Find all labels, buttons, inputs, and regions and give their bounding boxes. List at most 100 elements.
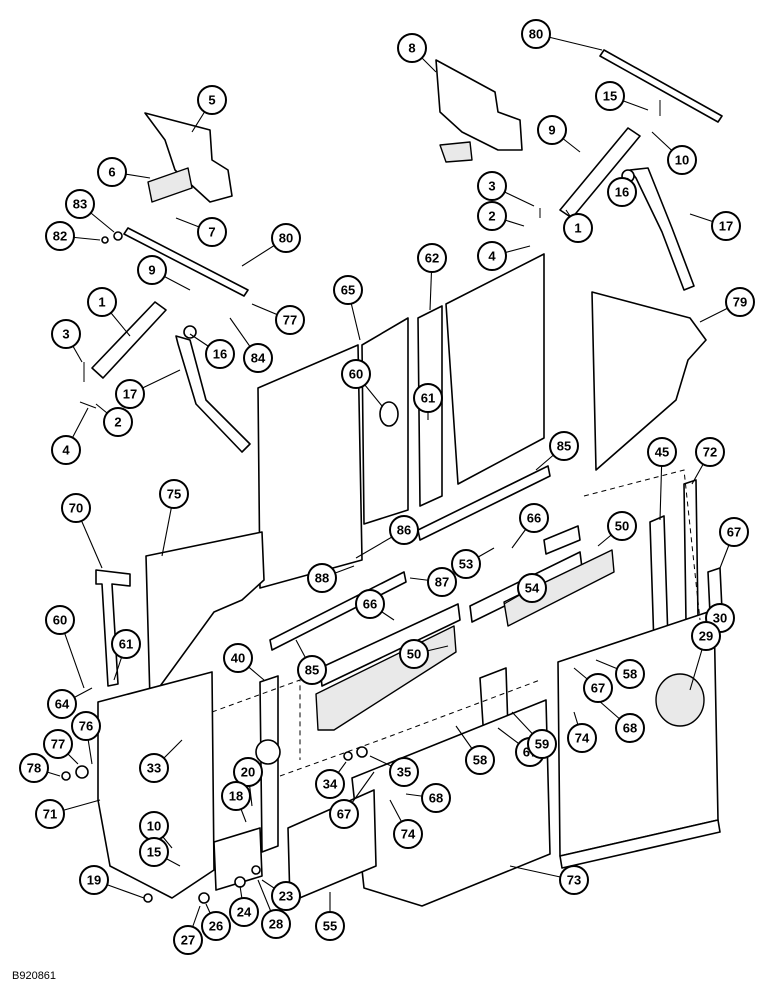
callout-circle (71, 711, 101, 741)
callout-80: 80 (521, 19, 551, 49)
callout-83: 83 (65, 189, 95, 219)
callout-circle (389, 757, 419, 787)
callout-number: 4 (488, 249, 496, 264)
callout-number: 40 (231, 651, 245, 666)
callout-75: 75 (159, 479, 189, 509)
callout-number: 67 (591, 681, 605, 696)
callout-circle (399, 639, 429, 669)
callout-number: 59 (535, 737, 549, 752)
lower-panel-part-73 (351, 699, 551, 907)
callout-26: 26 (201, 911, 231, 941)
callout-number: 86 (397, 523, 411, 538)
callout-82: 82 (45, 221, 75, 251)
callout-4: 4 (51, 435, 81, 465)
callout-77: 77 (275, 305, 305, 335)
callout-number: 82 (53, 229, 67, 244)
callout-circle (567, 723, 597, 753)
link-arm-part-1-right (559, 127, 641, 219)
callout-circle (427, 567, 457, 597)
callout-circle (139, 837, 169, 867)
callout-27: 27 (173, 925, 203, 955)
callout-66: 66 (355, 589, 385, 619)
callout-18: 18 (221, 781, 251, 811)
callout-circle (173, 925, 203, 955)
callout-number: 26 (209, 919, 223, 934)
callout-2: 2 (477, 201, 507, 231)
callout-16: 16 (205, 339, 235, 369)
callout-circle (451, 549, 481, 579)
callout-85: 85 (297, 655, 327, 685)
callout-number: 78 (27, 761, 41, 776)
callout-number: 60 (349, 367, 363, 382)
callout-79: 79 (725, 287, 755, 317)
callout-number: 60 (53, 613, 67, 628)
callout-number: 62 (425, 251, 439, 266)
callout-60: 60 (341, 359, 371, 389)
callout-number: 2 (488, 209, 495, 224)
bracket-part-6 (147, 167, 193, 203)
callout-number: 68 (623, 721, 637, 736)
callout-number: 74 (575, 731, 590, 746)
callout-number: 58 (623, 667, 637, 682)
callout-number: 19 (87, 873, 101, 888)
bracket-part-70 (95, 569, 131, 687)
callout-59: 59 (527, 729, 557, 759)
callout-number: 3 (62, 327, 69, 342)
callout-circle (389, 515, 419, 545)
callout-number: 67 (337, 807, 351, 822)
callout-number: 55 (323, 919, 337, 934)
bolt-part-19 (143, 893, 153, 903)
callout-circle (517, 573, 547, 603)
callout-76: 76 (71, 711, 101, 741)
callout-number: 77 (51, 737, 65, 752)
callout-24: 24 (229, 897, 259, 927)
panel-part-79 (591, 291, 707, 471)
callout-number: 85 (557, 439, 571, 454)
callout-number: 87 (435, 575, 449, 590)
callout-number: 7 (208, 225, 215, 240)
callout-64: 64 (47, 689, 77, 719)
callout-circle (51, 435, 81, 465)
callout-number: 45 (655, 445, 669, 460)
callout-number: 4 (62, 443, 70, 458)
bushing-part-16-left (183, 325, 197, 339)
callout-number: 10 (675, 153, 689, 168)
callout-9: 9 (137, 255, 167, 285)
callout-number: 75 (167, 487, 181, 502)
callout-circle (667, 145, 697, 175)
callout-number: 30 (713, 611, 727, 626)
callout-number: 10 (147, 819, 161, 834)
callout-number: 23 (279, 889, 293, 904)
callout-50: 50 (607, 511, 637, 541)
nut-part-35 (356, 746, 368, 758)
callout-circle (47, 689, 77, 719)
callout-circle (197, 217, 227, 247)
callout-circle (719, 517, 749, 547)
nut-part-34 (343, 751, 353, 761)
frame-outline-left (211, 679, 541, 777)
callout-20: 20 (233, 757, 263, 787)
callout-circle (271, 881, 301, 911)
shield-part-8-flap (439, 141, 473, 163)
callout-circle (647, 437, 677, 467)
callout-circle (711, 211, 741, 241)
callout-number: 80 (529, 27, 543, 42)
callout-circle (691, 621, 721, 651)
callout-number: 71 (43, 807, 57, 822)
callout-circle (19, 753, 49, 783)
callout-74: 74 (393, 819, 423, 849)
callout-circle (563, 213, 593, 243)
callout-circle (333, 275, 363, 305)
callout-17: 17 (711, 211, 741, 241)
callout-circle (197, 85, 227, 115)
callout-circle (115, 379, 145, 409)
callout-circle (527, 729, 557, 759)
callout-circle (355, 589, 385, 619)
callout-circle (521, 19, 551, 49)
callout-16: 16 (607, 177, 637, 207)
callout-number: 28 (269, 917, 283, 932)
callout-10: 10 (667, 145, 697, 175)
nut-part-77-left (75, 765, 89, 779)
arm-part-17-right (629, 167, 695, 291)
